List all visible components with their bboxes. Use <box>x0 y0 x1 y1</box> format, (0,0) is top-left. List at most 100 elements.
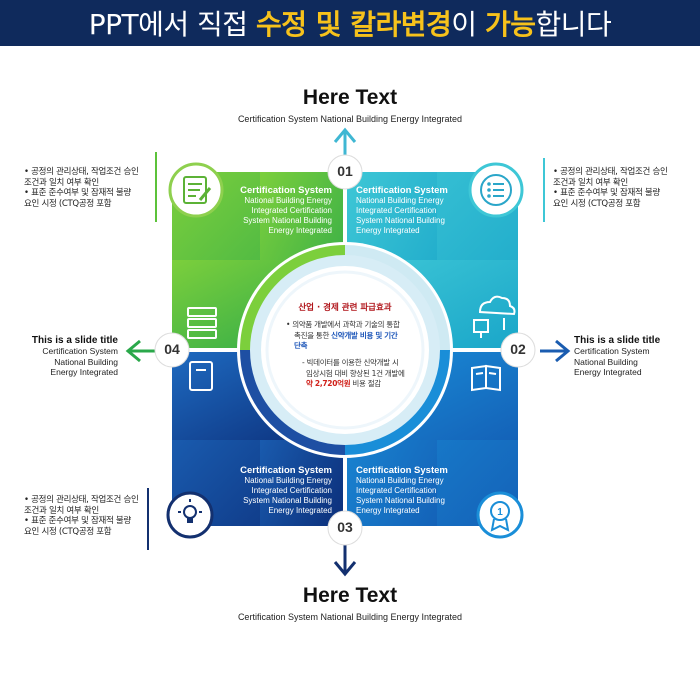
quadrant-tr-body: National Building Energy Integrated Cert… <box>356 196 474 236</box>
center-text-span: 비용 절감 <box>350 379 381 388</box>
center-disc <box>261 266 429 434</box>
badge-03 <box>327 510 363 546</box>
side-right-line: Certification System <box>574 346 650 356</box>
quadrant-br-line: Energy Integrated <box>356 506 420 515</box>
bullets-top-left: • 공정의 관리상태, 작업조건 승인 조건과 일치 여부 확인 • 표준 준수… <box>24 167 154 209</box>
bullet-line: 요인 시정 (CTQ공정 포함 <box>553 198 641 209</box>
center-line: 임상시험 대비 향상된 1건 개발에 <box>306 368 405 378</box>
side-left-title: This is a slide title <box>31 335 118 346</box>
quadrant-tl-line: National Building Energy <box>244 196 332 205</box>
bullet-line: • 표준 준수여부 및 잠재적 불량 <box>24 516 131 526</box>
arrow-right-icon <box>540 339 571 363</box>
award-medal-icon: 1 <box>476 491 524 539</box>
quadrant-tl-title: Certification System <box>240 185 332 196</box>
side-left-body: Certification System National Building E… <box>10 346 118 378</box>
side-left-line: Energy Integrated <box>50 367 118 377</box>
ring-segment-blue <box>344 349 450 455</box>
side-right-title: This is a slide title <box>574 335 661 346</box>
quadrant-br-title: Certification System <box>356 465 448 476</box>
bullet-line: • 표준 준수여부 및 잠재적 불량 <box>24 188 131 198</box>
side-left-block: This is a slide title Certification Syst… <box>10 335 118 378</box>
bullets-top-right: • 공정의 관리상태, 작업조건 승인 조건과 일치 여부 확인 • 표준 준수… <box>553 167 693 209</box>
center-line: • 의약품 개발에서 과학과 기술의 통합 <box>286 320 400 329</box>
badge-03-label: 03 <box>337 519 353 535</box>
banner-highlight-1: 수정 및 칼라변경 <box>255 8 452 41</box>
quadrant-tr-title: Certification System <box>356 185 448 196</box>
list-circle-icon <box>468 162 524 218</box>
quadrant-tl-line: System National Building <box>243 216 332 225</box>
quadrant-tr-line: System National Building <box>356 216 445 225</box>
open-book-icon <box>471 364 501 392</box>
badge-01 <box>327 154 363 190</box>
svg-text:1: 1 <box>497 507 503 518</box>
bullet-line: 요인 시정 (CTQ공정 포함 <box>24 198 112 209</box>
side-right-block: This is a slide title Certification Syst… <box>574 335 694 378</box>
banner-highlight-2: 가능 <box>484 8 536 41</box>
ring-segment-green <box>240 245 346 351</box>
quadrant-bl-line: National Building Energy <box>244 476 332 485</box>
quadrant-tr-line: Integrated Certification <box>356 206 437 215</box>
cloud-network-icon <box>473 295 516 338</box>
quadrant-bl-title: Certification System <box>240 465 332 476</box>
quadrant-tl-line: Energy Integrated <box>268 226 332 235</box>
bullet-line: • 공정의 관리상태, 작업조건 승인 <box>24 167 139 177</box>
bullet-line: • 공정의 관리상태, 작업조건 승인 <box>24 495 139 505</box>
badge-02 <box>500 332 536 368</box>
ring-segment-navy <box>240 349 346 455</box>
side-left-line: National Building <box>54 356 118 367</box>
bullets-bottom-left: • 공정의 관리상태, 작업조건 승인 조건과 일치 여부 확인 • 표준 준수… <box>24 495 154 537</box>
banner-text-1: PPT에서 직접 <box>88 8 256 41</box>
bottom-title: Here Text <box>302 584 398 607</box>
center-paragraph-2: - 빅데이터를 이용한 신약개발 시 임상시험 대비 향상된 1건 개발에 약 … <box>296 358 416 390</box>
quadrant-tl-text: Certification System National Building E… <box>214 185 332 236</box>
ring-segment-teal <box>344 245 450 351</box>
center-line: 약 2,720억원 비용 절감 <box>296 379 416 390</box>
center-paragraph-1: • 의약품 개발에서 과학과 기술의 통합 촉진을 통한 신약개발 비용 및 기… <box>286 320 418 352</box>
quadrant-tr-line: National Building Energy <box>356 196 444 205</box>
bullet-line: • 표준 준수여부 및 잠재적 불량 <box>553 188 660 198</box>
center-title: 산업 · 경제 관련 파급효과 <box>298 303 392 313</box>
center-line: - 빅데이터를 이용한 신약개발 시 <box>302 358 399 367</box>
bullet-line: 요인 시정 (CTQ공정 포함 <box>24 526 112 537</box>
quadrant-tl-body: National Building Energy Integrated Cert… <box>214 196 332 236</box>
center-text-span: 촉진을 통한 <box>294 330 332 340</box>
banner-text-3: 합니다 <box>535 8 612 41</box>
center-inner-ring <box>265 270 425 430</box>
checklist-icon <box>168 162 224 218</box>
center-highlight-red: 약 2,720억원 <box>306 379 351 388</box>
notebook-icon <box>189 361 213 391</box>
quadrant-br-line: Integrated Certification <box>356 486 437 495</box>
badge-02-label: 02 <box>510 341 526 357</box>
header-banner: PPT에서 직접 수정 및 칼라변경이 가능합니다 <box>0 0 700 46</box>
bullet-line: 조건과 일치 여부 확인 <box>24 505 99 516</box>
quadrant-tr-line: Energy Integrated <box>356 226 420 235</box>
bottom-subtitle: Certification System National Building E… <box>237 612 463 622</box>
quadrant-tl-line: Integrated Certification <box>251 206 333 215</box>
badge-04-label: 04 <box>164 341 180 357</box>
side-right-body: Certification System National Building E… <box>574 346 694 378</box>
banner-title: PPT에서 직접 수정 및 칼라변경이 가능합니다 <box>89 3 612 43</box>
quadrant-bl-line: Energy Integrated <box>268 506 332 515</box>
quadrant-br-line: National Building Energy <box>356 476 444 485</box>
bullet-line: • 공정의 관리상태, 작업조건 승인 <box>553 167 668 177</box>
side-right-line: National Building <box>574 356 638 367</box>
bullet-line: 조건과 일치 여부 확인 <box>553 177 628 188</box>
quadrant-bl-line: System National Building <box>243 496 332 505</box>
badge-01-label: 01 <box>337 163 353 179</box>
center-line: 촉진을 통한 신약개발 비용 및 기간 <box>286 331 418 342</box>
quadrant-bl-text: Certification System National Building E… <box>214 465 332 516</box>
server-stack-icon <box>187 307 217 339</box>
bullet-line: 조건과 일치 여부 확인 <box>24 177 99 188</box>
arrow-left-icon <box>125 339 158 363</box>
top-subtitle: Certification System National Building E… <box>237 114 463 124</box>
quadrant-tr-text: Certification System National Building E… <box>356 185 474 236</box>
side-right-line: Energy Integrated <box>574 367 642 377</box>
badge-04 <box>154 332 190 368</box>
quadrant-bl-line: Integrated Certification <box>251 486 333 495</box>
center-line: 단축 <box>294 341 308 350</box>
banner-text-2: 이 <box>451 8 485 41</box>
side-left-line: Certification System <box>42 346 118 356</box>
quadrant-br-line: System National Building <box>356 496 445 505</box>
quadrant-br-body: National Building Energy Integrated Cert… <box>356 476 474 516</box>
